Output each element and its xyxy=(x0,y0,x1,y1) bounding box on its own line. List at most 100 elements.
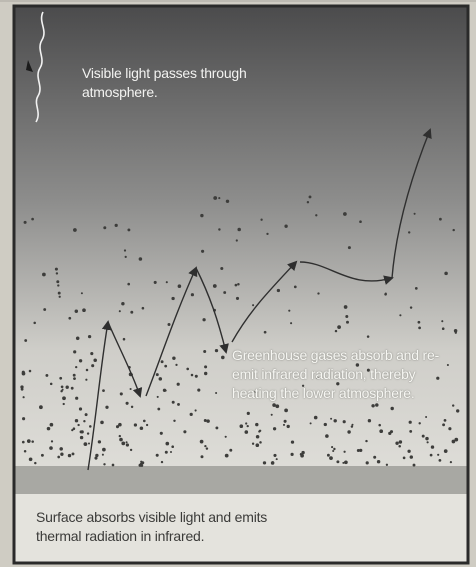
gas-particle-dot-icon xyxy=(87,442,91,445)
gas-particle-dot-icon xyxy=(260,218,263,221)
gas-particle-dot-icon xyxy=(329,456,333,460)
gas-particle-dot-icon xyxy=(122,337,126,341)
gas-particle-dot-icon xyxy=(214,348,219,353)
gas-particle-dot-icon xyxy=(446,363,449,367)
gas-particle-dot-icon xyxy=(145,423,149,427)
gas-particle-dot-icon xyxy=(407,449,411,453)
gas-particle-dot-icon xyxy=(347,246,351,250)
gas-particle-dot-icon xyxy=(31,440,34,443)
gas-particle-dot-icon xyxy=(33,321,36,325)
gas-particle-dot-icon xyxy=(343,212,347,216)
gas-particle-dot-icon xyxy=(57,284,60,287)
gas-particle-dot-icon xyxy=(21,440,25,444)
gas-particle-dot-icon xyxy=(441,327,445,331)
gas-particle-dot-icon xyxy=(167,322,171,327)
gas-particle-dot-icon xyxy=(62,402,65,406)
gas-particle-dot-icon xyxy=(317,292,320,295)
gas-particle-dot-icon xyxy=(156,395,159,398)
gas-particle-dot-icon xyxy=(215,391,218,395)
gas-particle-dot-icon xyxy=(171,400,175,404)
gas-particle-dot-icon xyxy=(239,424,244,429)
gas-particle-dot-icon xyxy=(333,419,337,423)
gas-particle-dot-icon xyxy=(336,460,340,464)
gas-particle-dot-icon xyxy=(225,199,230,204)
gas-particle-dot-icon xyxy=(223,291,227,294)
gas-particle-dot-icon xyxy=(46,426,51,431)
gas-particle-dot-icon xyxy=(379,429,384,434)
gas-particle-dot-icon xyxy=(366,368,370,372)
gas-particle-dot-icon xyxy=(55,272,59,275)
gas-particle-dot-icon xyxy=(224,435,227,438)
greenhouse-gases-caption: Greenhouse gases absorb and re-emit infr… xyxy=(232,347,440,401)
gas-particle-dot-icon xyxy=(425,436,429,441)
gas-particle-dot-icon xyxy=(255,422,259,427)
gas-particle-dot-icon xyxy=(155,453,159,457)
gas-particle-dot-icon xyxy=(245,422,248,425)
gas-particle-dot-icon xyxy=(456,409,460,413)
gas-particle-dot-icon xyxy=(54,267,58,271)
gas-particle-dot-icon xyxy=(355,363,360,367)
gas-particle-dot-icon xyxy=(378,423,381,427)
gas-particle-dot-icon xyxy=(275,458,278,461)
gas-particle-dot-icon xyxy=(62,396,66,401)
gas-particle-dot-icon xyxy=(337,325,341,329)
gas-particle-dot-icon xyxy=(451,439,456,444)
gas-particle-dot-icon xyxy=(74,418,79,423)
gas-particle-dot-icon xyxy=(351,423,354,426)
gas-particle-dot-icon xyxy=(315,214,318,217)
gas-particle-dot-icon xyxy=(308,195,312,199)
gas-particle-dot-icon xyxy=(155,373,159,377)
gas-particle-dot-icon xyxy=(176,382,180,386)
gas-particle-dot-icon xyxy=(272,427,277,431)
gas-particle-dot-icon xyxy=(290,322,293,325)
gas-particle-dot-icon xyxy=(205,447,209,450)
gas-particle-dot-icon xyxy=(45,373,49,377)
gas-particle-dot-icon xyxy=(417,320,421,324)
gas-particle-dot-icon xyxy=(130,405,134,409)
gas-particle-dot-icon xyxy=(206,419,210,423)
gas-particle-dot-icon xyxy=(204,365,208,369)
gas-particle-dot-icon xyxy=(293,285,297,289)
gas-particle-dot-icon xyxy=(61,388,64,391)
gas-particle-dot-icon xyxy=(183,430,187,434)
gas-particle-dot-icon xyxy=(202,318,206,322)
gas-particle-dot-icon xyxy=(177,284,182,288)
gas-particle-dot-icon xyxy=(376,459,381,464)
gas-particle-dot-icon xyxy=(426,441,429,444)
gas-particle-dot-icon xyxy=(409,306,413,309)
gas-particle-dot-icon xyxy=(421,434,425,438)
gas-particle-dot-icon xyxy=(101,453,104,456)
gas-particle-dot-icon xyxy=(119,437,123,442)
gas-particle-dot-icon xyxy=(138,463,142,467)
infrared-arrow-4-icon xyxy=(195,267,229,354)
gas-particle-dot-icon xyxy=(276,288,281,293)
gas-particle-dot-icon xyxy=(87,334,92,339)
gas-particle-dot-icon xyxy=(138,257,143,261)
gas-particle-dot-icon xyxy=(34,461,37,465)
gas-particle-dot-icon xyxy=(301,450,305,455)
gas-particle-dot-icon xyxy=(246,424,249,428)
gas-particle-dot-icon xyxy=(50,440,54,443)
visible-light-caption: Visible light passes through atmosphere. xyxy=(82,65,247,100)
gas-particle-dot-icon xyxy=(67,453,72,458)
gas-particle-dot-icon xyxy=(356,449,360,452)
gas-particle-dot-icon xyxy=(165,281,168,284)
gas-particle-dot-icon xyxy=(57,291,61,295)
gas-particle-dot-icon xyxy=(43,308,47,311)
gas-particle-dot-icon xyxy=(375,403,379,407)
gas-particle-dot-icon xyxy=(140,460,143,463)
infrared-arrow-2-icon xyxy=(107,321,143,398)
gas-particle-dot-icon xyxy=(315,376,319,380)
gas-particle-dot-icon xyxy=(346,320,349,324)
gas-particle-dot-icon xyxy=(345,315,349,318)
gas-particle-dot-icon xyxy=(59,447,63,451)
gas-particle-dot-icon xyxy=(95,453,99,458)
gas-particle-dot-icon xyxy=(157,407,161,411)
gas-particle-dot-icon xyxy=(398,444,401,448)
gas-particle-dot-icon xyxy=(407,231,411,234)
gas-particle-dot-icon xyxy=(270,413,273,416)
gas-particle-dot-icon xyxy=(442,423,446,427)
gas-particle-dot-icon xyxy=(103,226,107,230)
gas-particle-dot-icon xyxy=(290,440,295,444)
gas-particle-dot-icon xyxy=(114,223,118,228)
